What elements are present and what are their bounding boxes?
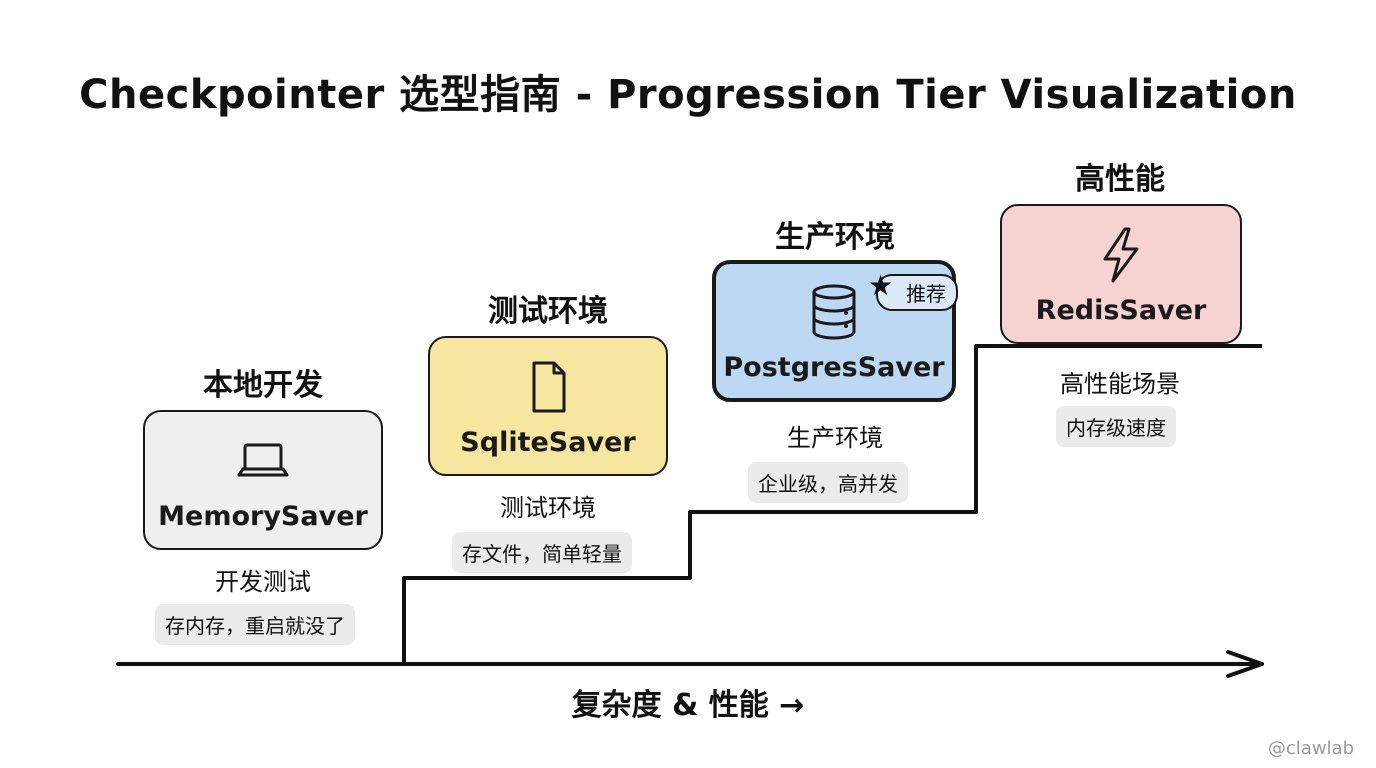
file-icon [532, 361, 566, 412]
tier-heading-production: 生产环境 [775, 220, 895, 255]
tier-subtitle-sqlitesaver: 测试环境 [500, 494, 596, 522]
axis-label: 复杂度 & 性能 → [571, 688, 805, 723]
redissaver-card: RedisSaver [1000, 204, 1242, 344]
tier-heading-local-dev: 本地开发 [203, 368, 323, 403]
lightning-icon [1103, 227, 1139, 282]
tier-name-sqlitesaver: SqliteSaver [460, 426, 636, 458]
database-icon [812, 284, 856, 339]
page-title: Checkpointer 选型指南 - Progression Tier Vis… [79, 72, 1297, 118]
laptop-icon [237, 443, 289, 476]
postgressaver-card: PostgresSaver [712, 260, 956, 402]
tier-heading-test-env: 测试环境 [488, 294, 608, 329]
tier-description-postgressaver: 企业级，高并发 [748, 462, 908, 503]
tier-subtitle-memorysaver: 开发测试 [215, 568, 311, 596]
tier-name-memorysaver: MemorySaver [158, 500, 368, 532]
tier-subtitle-postgressaver: 生产环境 [787, 424, 883, 452]
sqlitesaver-card: SqliteSaver [428, 336, 668, 476]
watermark: @clawlab [1267, 738, 1354, 759]
tier-description-sqlitesaver: 存文件，简单轻量 [452, 532, 632, 573]
tier-description-redissaver: 内存级速度 [1056, 406, 1176, 447]
memorysaver-card: MemorySaver [143, 410, 383, 550]
axis-arrowhead [1226, 650, 1264, 678]
tier-name-postgressaver: PostgresSaver [723, 351, 945, 383]
tier-name-redissaver: RedisSaver [1035, 294, 1207, 326]
badge-label: 推荐 [906, 282, 946, 306]
recommended-badge: ★ 推荐 [868, 272, 958, 311]
star-icon: ★ [868, 269, 894, 302]
tier-heading-high-performance: 高性能 [1075, 162, 1165, 197]
tier-subtitle-redissaver: 高性能场景 [1060, 370, 1180, 398]
tier-description-memorysaver: 存内存，重启就没了 [155, 604, 355, 645]
staircase-line [402, 344, 1262, 664]
